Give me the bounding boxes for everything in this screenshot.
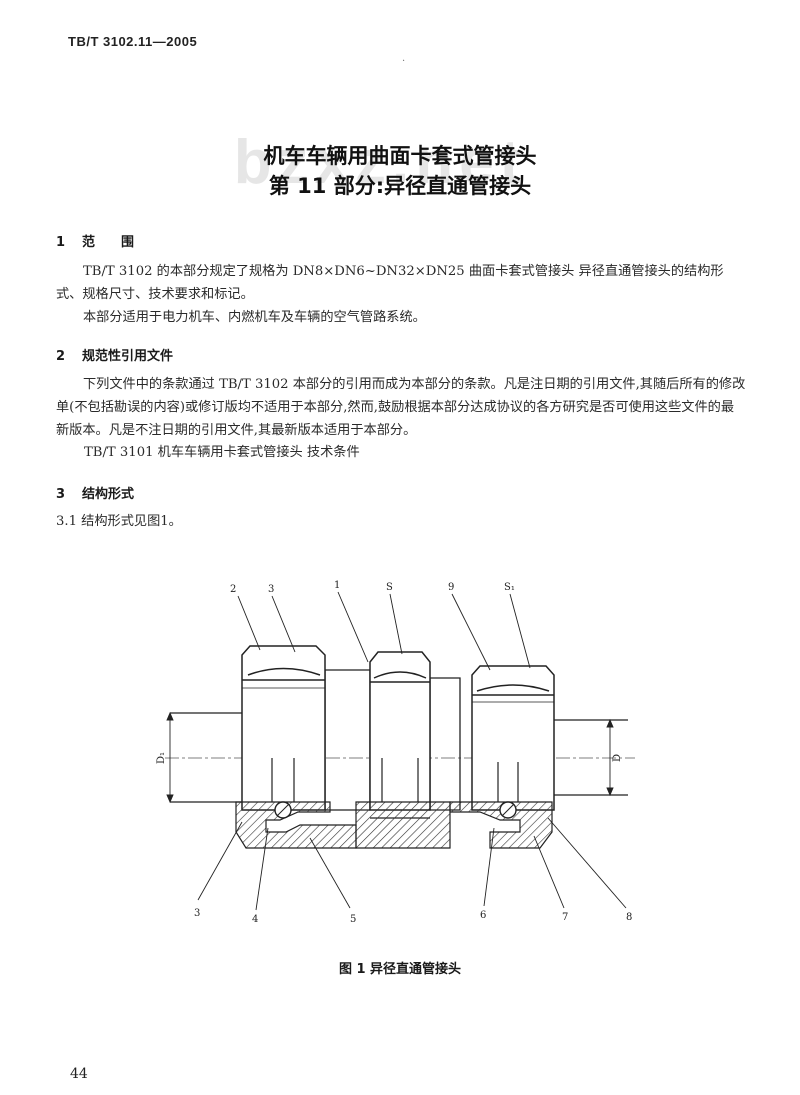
- fitting-drawing: D₁ D 2 3 1 S 9 S₁ 3 4 5 6 7 8: [156, 580, 635, 925]
- dimension-left: [166, 711, 174, 804]
- left-nut: [241, 645, 326, 811]
- label-9: 9: [448, 582, 454, 593]
- label-1: 1: [334, 580, 340, 591]
- section-title: 结构形式: [82, 487, 135, 502]
- section-heading-references: 2 规范性引用文件: [56, 345, 173, 364]
- page-number: 44: [70, 1066, 88, 1082]
- label-2: 2: [230, 584, 236, 595]
- section-title: 范围: [82, 235, 161, 250]
- section-title: 规范性引用文件: [82, 349, 174, 364]
- dimension-right: [606, 718, 614, 797]
- center-hex: [369, 651, 431, 811]
- document-title: 机车车辆用曲面卡套式管接头: [263, 144, 537, 168]
- right-pipe: [552, 719, 628, 796]
- dim-label-d1: D₁: [156, 752, 167, 764]
- label-7: 7: [562, 912, 568, 923]
- label-8: 8: [626, 912, 632, 923]
- reference-item: TB/T 3101 机车车辆用卡套式管接头 技术条件: [84, 445, 360, 460]
- document-subtitle: 第 11 部分:异径直通管接头: [268, 174, 532, 198]
- label-s: S: [386, 582, 393, 593]
- label-5: 5: [350, 914, 356, 925]
- watermark: bzxz.net: [233, 128, 527, 197]
- section-heading-structure: 3 结构形式: [56, 483, 134, 502]
- label-3-bottom: 3: [194, 908, 200, 919]
- section-number: 2: [56, 349, 66, 364]
- section-hatch: [235, 801, 553, 849]
- dot-mark: ·: [402, 56, 406, 67]
- label-6: 6: [480, 910, 486, 921]
- right-o-ring-mark: [501, 803, 515, 817]
- label-s1: S₁: [504, 582, 515, 593]
- section-number: 3: [56, 487, 66, 502]
- paragraph-scope: TB/T 3102 的本部分规定了规格为 DN8×DN6~DN32×DN25 曲…: [56, 264, 724, 302]
- section-number: 1: [56, 235, 66, 250]
- paragraph-references: 下列文件中的条款通过 TB/T 3102 本部分的引用而成为本部分的条款。凡是注…: [56, 377, 746, 438]
- right-nut: [471, 665, 555, 811]
- paragraph-structure: 3.1 结构形式见图1。: [56, 514, 182, 529]
- dim-label-d: D: [612, 754, 623, 762]
- label-4: 4: [252, 914, 258, 925]
- section-heading-scope: 1 范围: [56, 231, 160, 250]
- paragraph-applicability: 本部分适用于电力机车、内燃机车及车辆的空气管路系统。: [83, 310, 426, 325]
- left-pipe: [170, 712, 242, 803]
- figure-caption: 图 1 异径直通管接头: [338, 962, 462, 977]
- label-3-top: 3: [268, 584, 274, 595]
- leader-lines: [197, 591, 627, 911]
- ferrules: [271, 758, 519, 802]
- standard-code: TB/T 3102.11—2005: [68, 34, 198, 49]
- left-o-ring-mark: [276, 803, 290, 817]
